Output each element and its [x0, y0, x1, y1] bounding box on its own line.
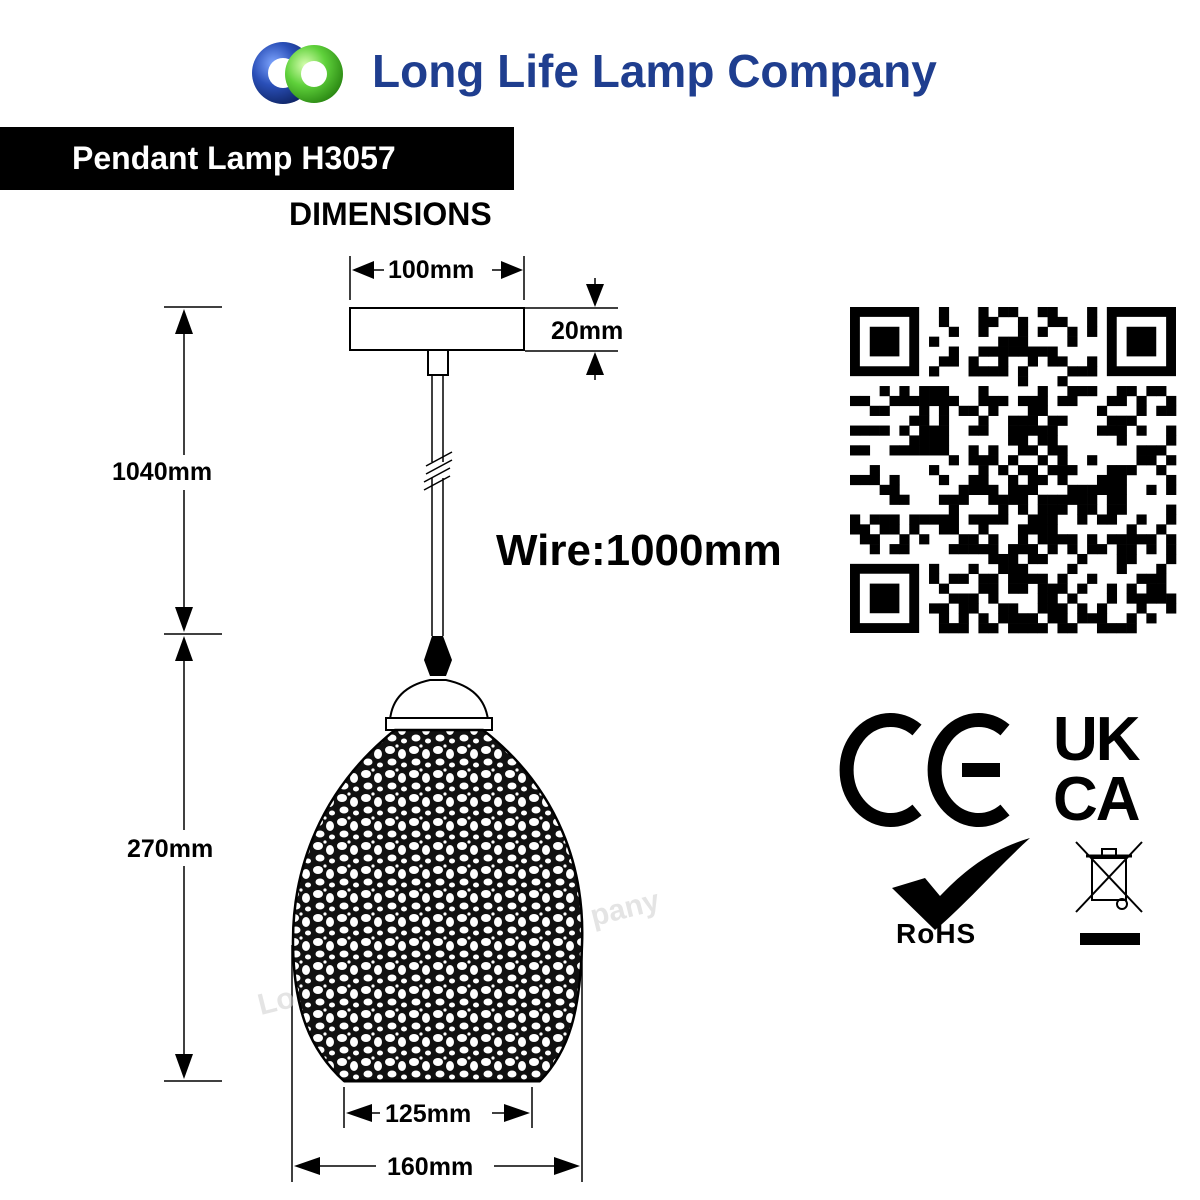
ukca-line1: UK: [1053, 705, 1141, 774]
suspension-length-label: 1040mm: [110, 458, 215, 487]
shade-height-label: 270mm: [125, 835, 216, 864]
wire-length-label: Wire:1000mm: [496, 526, 782, 575]
rohs-label: RoHS: [896, 918, 977, 949]
ce-mark-icon: [839, 713, 1010, 827]
weee-bar: [1080, 933, 1140, 945]
product-title: Pendant Lamp H3057: [72, 140, 396, 176]
shade-bottom-width-label: 125mm: [383, 1100, 474, 1129]
shade-max-width-label: 160mm: [385, 1153, 476, 1182]
rohs-check-icon: [892, 838, 1030, 930]
company-name: Long Life Lamp Company: [372, 45, 937, 97]
weee-bin-icon: [1075, 841, 1143, 913]
canopy-height-label: 20mm: [549, 317, 626, 346]
dimensions-heading: DIMENSIONS: [289, 196, 492, 232]
title-bar: Pendant Lamp H3057: [0, 127, 514, 190]
canopy-width-label: 100mm: [386, 256, 477, 285]
ukca-line2: CA: [1053, 765, 1141, 834]
